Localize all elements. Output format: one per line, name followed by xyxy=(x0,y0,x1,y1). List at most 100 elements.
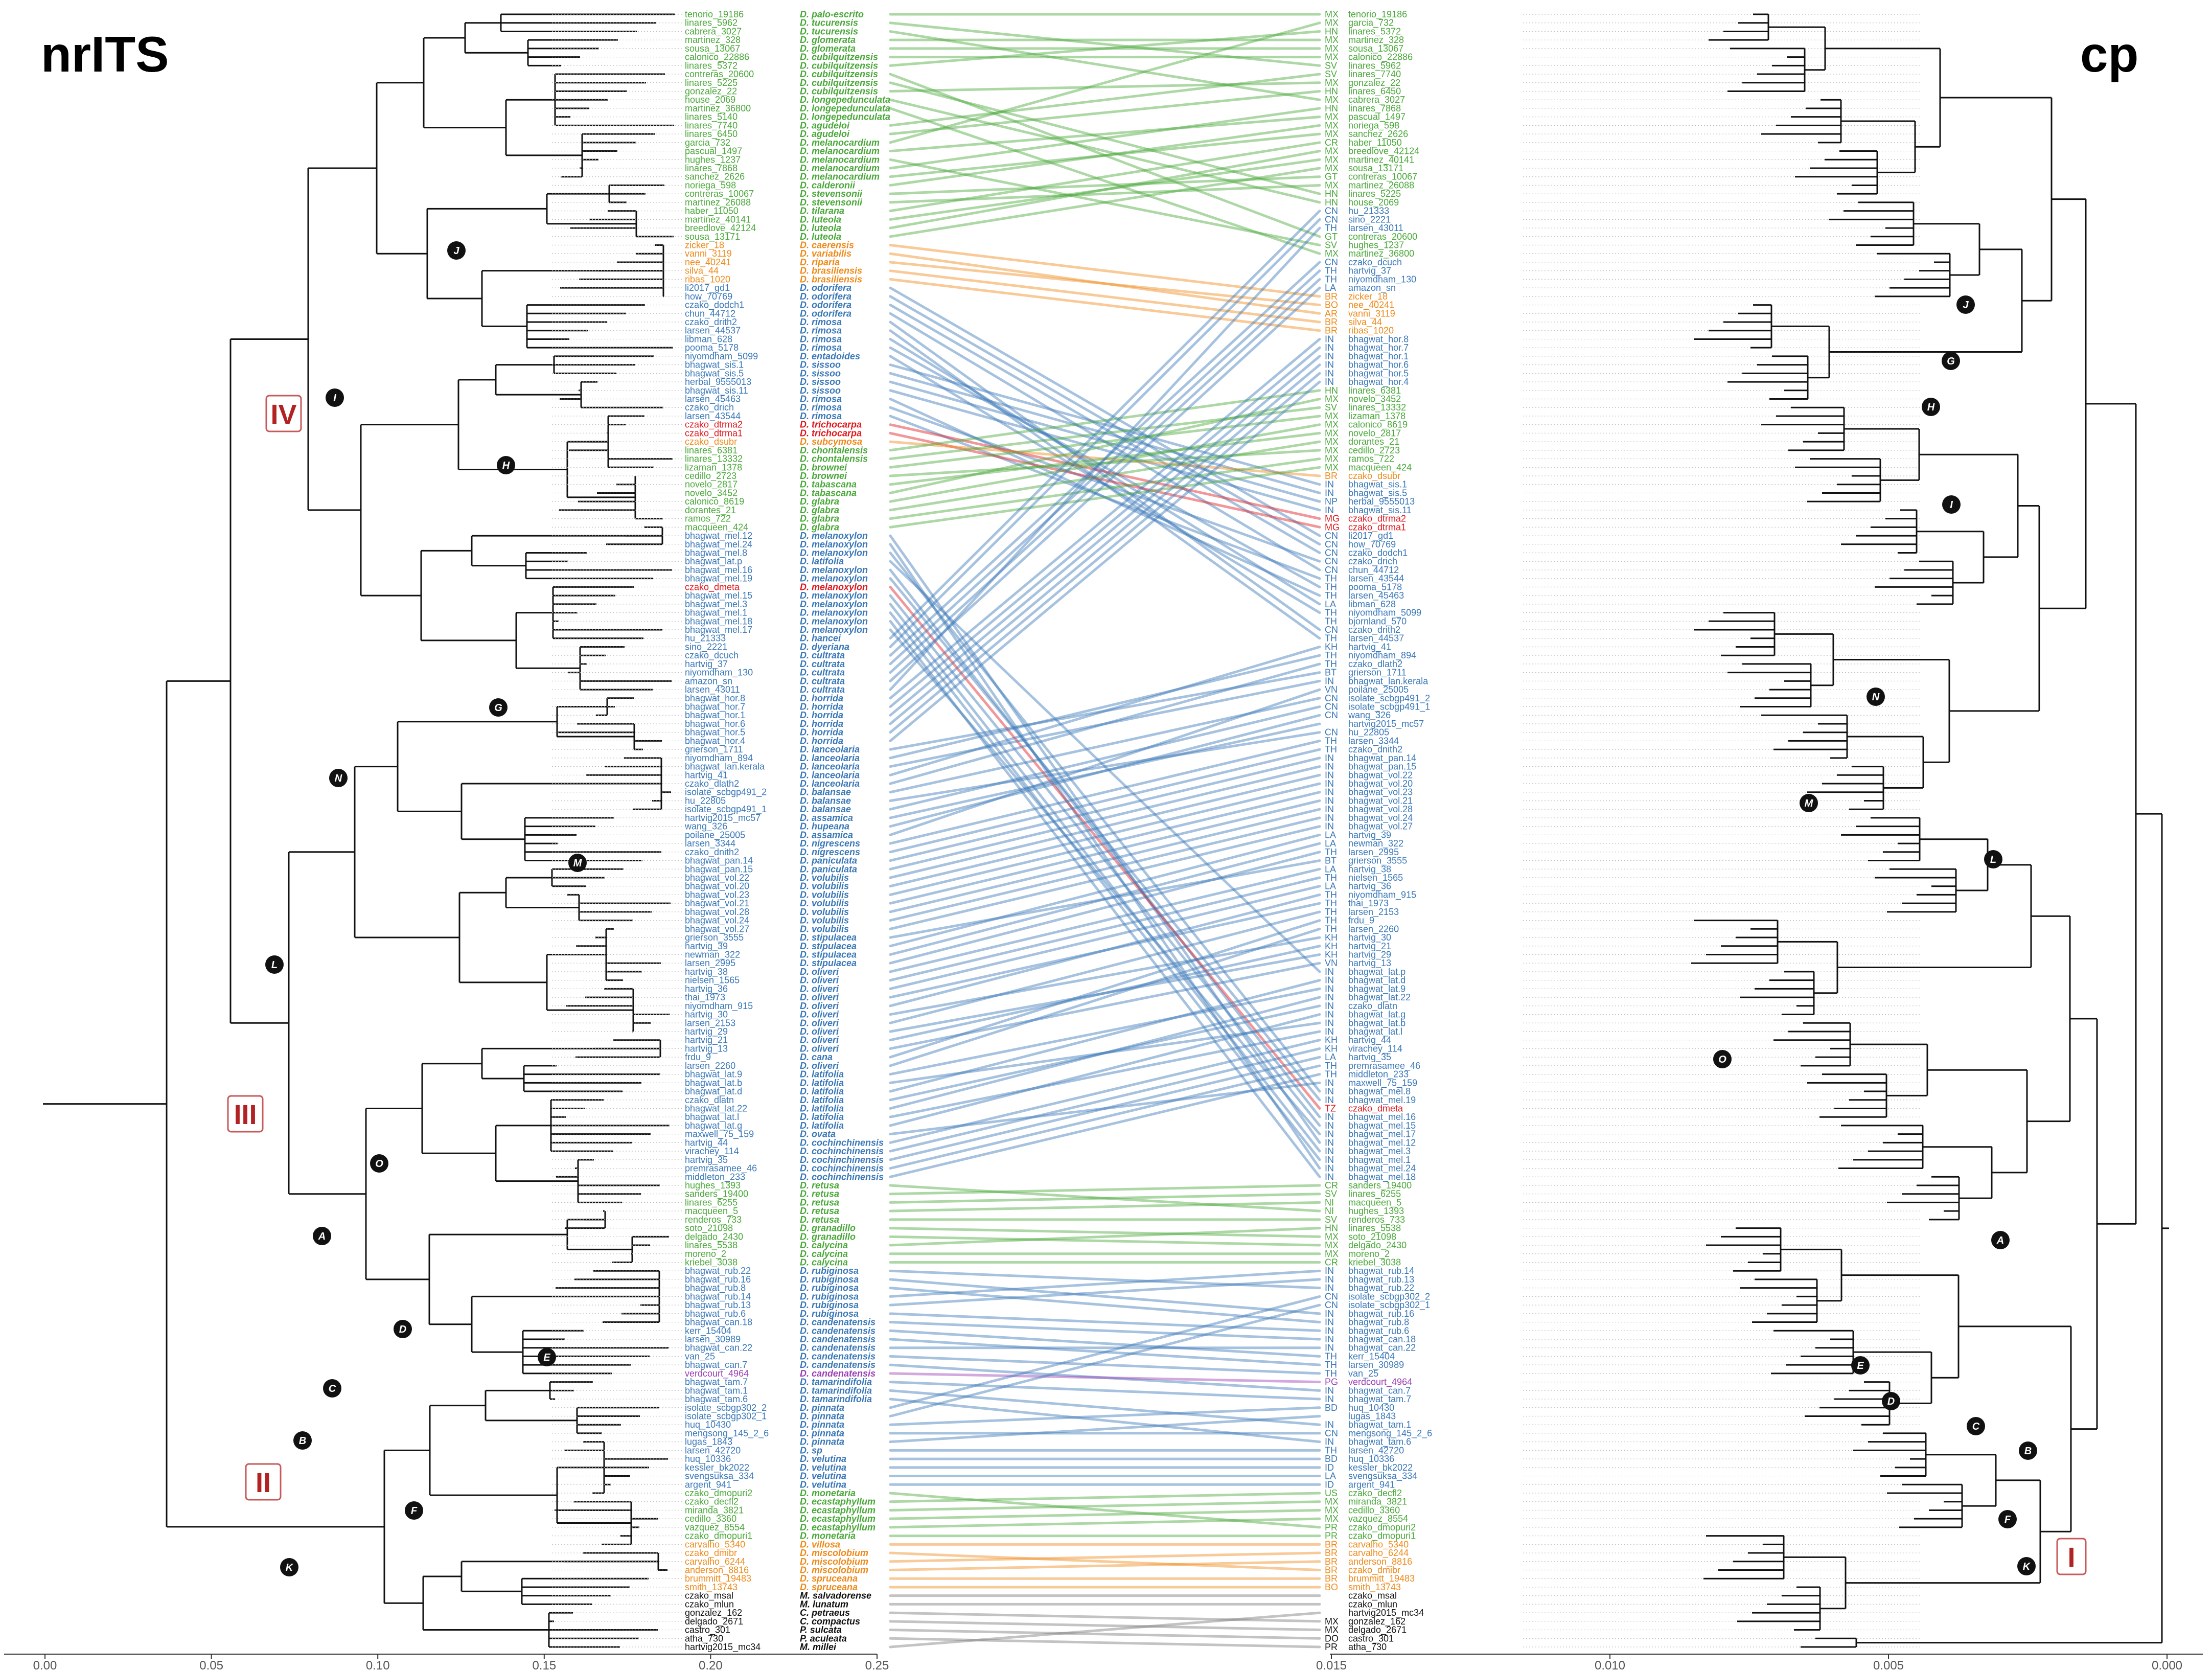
left-node-L xyxy=(265,955,284,974)
left-tip-species: D. agudeloi xyxy=(800,129,850,139)
left-tip-species: D. pinnata xyxy=(800,1428,844,1438)
left-node-K xyxy=(280,1558,298,1576)
right-tip-country: TZ xyxy=(1325,1103,1336,1113)
right-tip-label: bhagwat_rub.8 xyxy=(1348,1317,1409,1328)
right-tip-country: TH xyxy=(1325,1445,1337,1455)
left-tip-species: D. volubilis xyxy=(800,915,849,926)
left-tip-label: czako_dnith2 xyxy=(685,847,739,858)
left-tip-label: bhagwat_can.22 xyxy=(685,1343,752,1354)
right-node-L xyxy=(1984,850,2002,868)
right-tip-label: bhagwat_mel.15 xyxy=(1348,1120,1416,1131)
right-tip-label: miranda_3821 xyxy=(1348,1497,1407,1507)
tanglegram-link-bhagwat_mel.15 xyxy=(889,594,1321,1127)
left-tip-label: zicker_18 xyxy=(685,240,724,251)
right-tip-country: IN xyxy=(1325,1155,1334,1165)
left-tip-species: D. miscolobium xyxy=(800,1548,868,1558)
tanglegram-link-silva_44 xyxy=(889,269,1321,324)
left-tip-label: bhagwat_lat.b xyxy=(685,1078,742,1088)
left-tip-label: kessler_bk2022 xyxy=(685,1462,749,1473)
right-tip-country: IN xyxy=(1325,813,1334,823)
tanglegram-link-calonico_8619 xyxy=(889,423,1321,503)
tanglegram-link-castro_301 xyxy=(889,1629,1321,1640)
right-tip-label: bhagwat_rub.22 xyxy=(1348,1283,1414,1294)
left-tip-label: czako_drith2 xyxy=(685,317,737,328)
left-tip-label: czako_mlun xyxy=(685,1599,734,1610)
right-tip-country: MX xyxy=(1325,52,1339,62)
right-tip-country: CN xyxy=(1325,625,1338,635)
left-tip-species: D. cubilquitzensis xyxy=(800,86,878,97)
right-tip-country: TH xyxy=(1325,582,1337,592)
right-tip-label: hartvig_21 xyxy=(1348,941,1391,952)
left-tip-species: D. melanoxylon xyxy=(800,574,868,584)
right-tip-label: hartvig_30 xyxy=(1348,932,1391,943)
right-tip-country: IN xyxy=(1325,351,1334,361)
left-tip-label: hartvig_44 xyxy=(685,1137,728,1148)
right-tip-country: DO xyxy=(1325,1633,1339,1643)
right-tip-label: isolate_scbgp302_1 xyxy=(1348,1300,1430,1311)
right-tip-label: martinez_36800 xyxy=(1348,248,1414,259)
right-tip-label: isolate_scbgp491_2 xyxy=(1348,693,1430,704)
tanglegram-link-frdu_9 xyxy=(889,919,1321,1059)
right-tip-country: TH xyxy=(1325,574,1337,584)
right-tip-label: bhagwat_hor.4 xyxy=(1348,377,1409,387)
left-tip-species: D. hancei xyxy=(800,633,841,644)
right-tip-label: czako_decfl2 xyxy=(1348,1488,1402,1499)
right-tip-country: IN xyxy=(1325,342,1334,353)
tanglegram-link-chun_44712 xyxy=(889,312,1321,571)
left-tip-label: larsen_2153 xyxy=(685,1018,735,1028)
tanglegram-link-hartvig2015_mc34 xyxy=(889,1611,1321,1649)
left-tip-label: linares_6255 xyxy=(685,1197,738,1208)
title-cp: cp xyxy=(2080,26,2138,82)
left-tip-species: D. candenatensis xyxy=(800,1334,875,1344)
right-tip-label: delgado_2671 xyxy=(1348,1625,1407,1636)
right-tip-country: IN xyxy=(1325,1394,1334,1404)
left-tip-label: bhagwat_vol.23 xyxy=(685,889,749,900)
right-node-label-L: L xyxy=(1990,854,1996,865)
right-tip-label: van_25 xyxy=(1348,1368,1378,1379)
left-tip-species: D. rubiginosa xyxy=(800,1266,859,1276)
tanglegram-link-bhagwat_lat.b xyxy=(889,1021,1321,1084)
left-tip-species: D. melanoxylon xyxy=(800,539,868,550)
right-node-label-J: J xyxy=(1963,300,1969,311)
left-tip-species: D. sissoo xyxy=(800,385,841,396)
right-tip-label: bhagwat_mel.18 xyxy=(1348,1172,1416,1182)
tanglegram-link-ribas_1020 xyxy=(889,278,1321,332)
right-tip-country: IN xyxy=(1325,967,1334,977)
right-tip-label: novelo_2817 xyxy=(1348,428,1401,439)
left-tip-species: D. melanoxylon xyxy=(800,565,868,575)
tanglegram-link-bhagwat_vol.23 xyxy=(889,791,1321,896)
left-node-E xyxy=(538,1348,556,1366)
right-tip-label: novelo_3452 xyxy=(1348,394,1401,405)
left-tip-label: vazquez_8554 xyxy=(685,1522,745,1533)
right-tip-label: czako_dmeta xyxy=(1348,1103,1403,1114)
tanglegram-link-bhagwat_hor.6 xyxy=(889,363,1321,725)
right-tip-label: huq_10430 xyxy=(1348,1403,1394,1413)
left-tip-label: linares_6381 xyxy=(685,445,738,456)
tanglegram-link-niyomdham_130 xyxy=(889,278,1321,674)
left-tip-species: D. longepedunculata xyxy=(800,103,890,113)
right-tip-country: SV xyxy=(1325,69,1337,79)
left-tip-species: D. tamarindifolia xyxy=(800,1394,872,1404)
tanglegram-link-bhagwat_sis.5 xyxy=(889,372,1321,494)
tanglegram-link-sino_2221 xyxy=(889,218,1321,648)
right-tip-country: KH xyxy=(1325,949,1338,959)
tanglegram-link-niyomdham_915 xyxy=(889,893,1321,1008)
tanglegram-link-bhagwat_mel.19 xyxy=(889,577,1321,1102)
tanglegram-link-isolate_scbgp491_2 xyxy=(889,697,1321,794)
left-tip-species: D. candenatensis xyxy=(800,1343,875,1353)
right-tip-label: smith_13743 xyxy=(1348,1582,1401,1593)
right-tip-label: larsen_43011 xyxy=(1348,223,1403,234)
right-tip-country: TH xyxy=(1325,633,1337,644)
left-tip-label: bhagwat_vol.21 xyxy=(685,898,749,909)
right-tip-label: larsen_45463 xyxy=(1348,590,1404,601)
right-tip-country: KH xyxy=(1325,1043,1338,1054)
left-tip-label: grierson_3555 xyxy=(685,932,744,943)
left-node-label-H: H xyxy=(502,460,510,471)
left-tip-label: bhagwat_hor.8 xyxy=(685,693,745,704)
tanglegram-link-hartvig_30 xyxy=(889,936,1321,1016)
left-tip-label: novelo_2817 xyxy=(685,479,738,490)
tanglegram-link-vazquez_8554 xyxy=(889,1517,1321,1529)
right-tip-label: li2017_gd1 xyxy=(1348,531,1393,541)
left-node-I xyxy=(326,388,344,407)
right-tip-label: bhagwat_mel.1 xyxy=(1348,1155,1411,1165)
